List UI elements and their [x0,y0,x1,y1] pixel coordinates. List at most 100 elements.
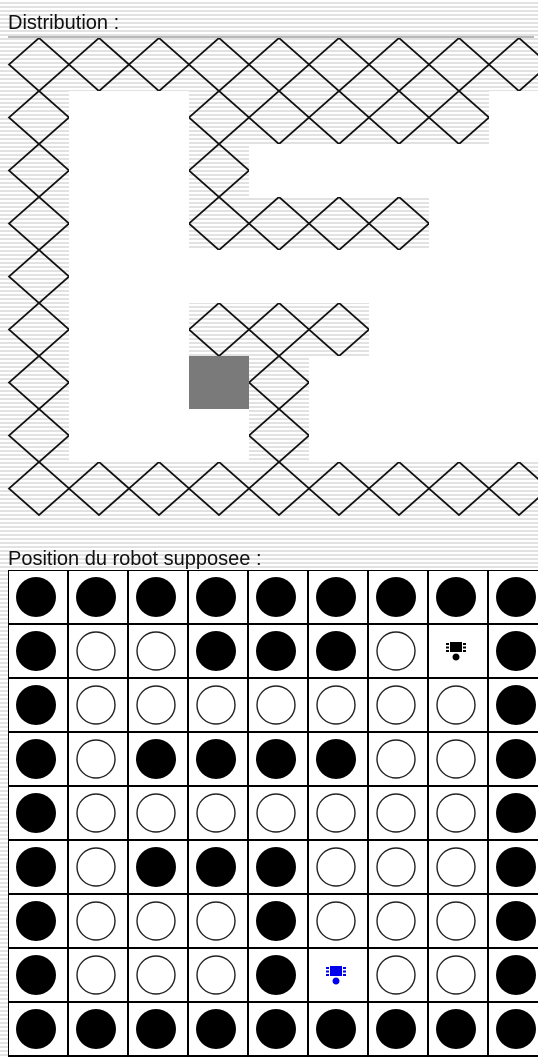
free-marker [197,956,235,994]
wall-cell [249,91,309,144]
wall-cell [249,197,309,250]
wall-marker [496,955,536,995]
wall-marker [196,847,236,887]
free-marker [377,794,415,832]
wall-cell [429,91,489,144]
free-cell [129,144,189,197]
free-cell [369,144,429,197]
wall-marker [436,577,476,617]
free-marker [77,794,115,832]
wall-marker [256,1009,296,1049]
free-marker [437,848,475,886]
free-marker [317,794,355,832]
free-cell [69,197,129,250]
wall-marker [16,631,56,671]
wall-marker [16,793,56,833]
free-marker [137,956,175,994]
wall-marker [256,739,296,779]
wall-cell [489,38,538,91]
wall-cell [69,462,129,515]
wall-cell [189,197,249,250]
wall-cell [9,356,69,409]
wall-marker [16,901,56,941]
free-marker [137,686,175,724]
free-cell [69,356,129,409]
free-cell [129,303,189,356]
free-marker [77,848,115,886]
wall-marker [376,1009,416,1049]
wall-marker [256,631,296,671]
wall-cell [309,303,369,356]
free-marker [137,902,175,940]
free-cell [489,409,538,462]
wall-cell [429,462,489,515]
wall-cell [429,38,489,91]
free-cell [69,250,129,303]
free-cell [129,409,189,462]
wall-cell [129,462,189,515]
wall-cell [369,197,429,250]
free-cell [429,250,489,303]
wall-marker [436,1009,476,1049]
free-marker [377,902,415,940]
distribution-label: Distribution : [8,12,119,34]
wall-cell [249,303,309,356]
wall-marker [496,577,536,617]
free-marker [317,686,355,724]
robot-position-grid [8,570,538,1057]
free-cell [489,356,538,409]
wall-marker [16,1009,56,1049]
wall-marker [256,955,296,995]
wall-marker [136,739,176,779]
free-cell [369,409,429,462]
wall-marker [136,847,176,887]
free-marker [377,740,415,778]
free-marker [437,902,475,940]
wall-marker [496,901,536,941]
wall-marker [496,739,536,779]
free-marker [377,956,415,994]
free-marker [257,686,295,724]
free-marker [137,632,175,670]
wall-marker [316,577,356,617]
wall-marker [76,1009,116,1049]
wall-marker [196,739,236,779]
free-marker [437,956,475,994]
wall-cell [189,144,249,197]
free-marker [437,740,475,778]
free-cell [129,356,189,409]
wall-cell [9,38,69,91]
wall-cell [189,462,249,515]
distribution-map [0,38,538,538]
wall-cell [369,462,429,515]
free-marker [197,686,235,724]
wall-marker [256,901,296,941]
free-cell [369,303,429,356]
free-cell [429,144,489,197]
wall-cell [9,303,69,356]
free-marker [77,902,115,940]
free-cell [69,303,129,356]
wall-marker [316,739,356,779]
wall-cell [309,462,369,515]
wall-cell [249,462,309,515]
probability-cell-high [189,356,249,409]
free-marker [377,848,415,886]
free-cell [69,144,129,197]
free-marker [77,632,115,670]
wall-marker [16,739,56,779]
free-marker [77,740,115,778]
free-cell [309,409,369,462]
wall-marker [196,631,236,671]
wall-marker [496,1009,536,1049]
free-marker [377,686,415,724]
wall-cell [189,91,249,144]
free-cell [129,250,189,303]
wall-marker [196,1009,236,1049]
wall-marker [16,685,56,725]
free-marker [317,902,355,940]
wall-cell [189,38,249,91]
wall-cell [309,91,369,144]
free-cell [309,250,369,303]
wall-cell [249,356,309,409]
